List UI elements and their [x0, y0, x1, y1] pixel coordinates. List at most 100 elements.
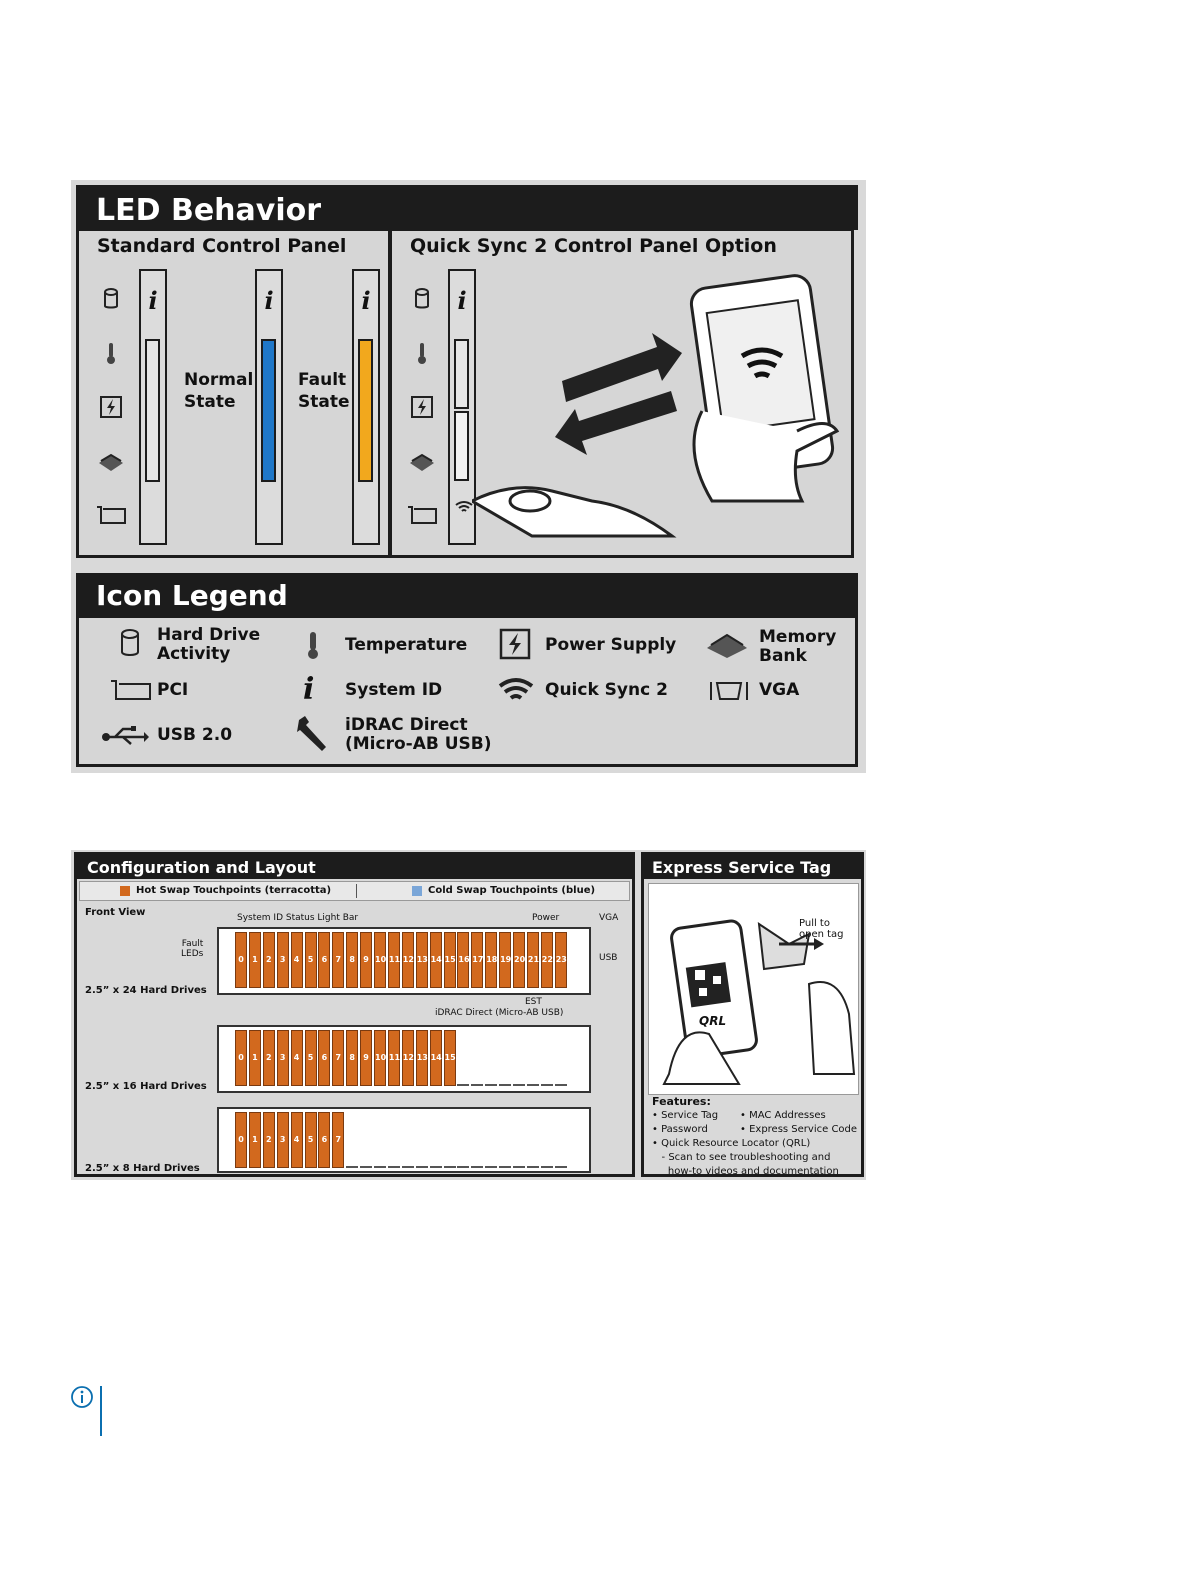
empty-bay	[443, 1112, 456, 1168]
drive-bay: 4	[290, 1112, 303, 1168]
pci-icon	[408, 506, 437, 524]
pci-icon	[111, 680, 151, 700]
standard-control-panel: Standard Control Panel i Normal State i …	[76, 228, 391, 558]
legend-label: Temperature	[345, 635, 468, 655]
empty-bay	[346, 1112, 359, 1168]
config-label-16: 2.5” x 16 Hard Drives	[85, 1081, 207, 1092]
drive-bay: 13	[415, 1030, 428, 1086]
normal-led-strip: i	[255, 269, 283, 545]
hot-swap-label: Hot Swap Touchpoints (terracotta)	[136, 885, 332, 896]
quick-sync-illustration	[472, 274, 840, 538]
legend-label: USB 2.0	[157, 725, 233, 745]
empty-bay	[429, 1112, 442, 1168]
cold-swap-swatch	[412, 886, 422, 896]
empty-bay	[554, 1030, 567, 1086]
empty-bay	[374, 1112, 386, 1168]
front-view-label: Front View	[85, 907, 146, 918]
drive-bay: 14	[429, 932, 442, 988]
idrac-callout: iDRAC Direct (Micro-AB USB)	[435, 1008, 564, 1018]
drive-bay: 4	[290, 932, 303, 988]
vga-icon	[710, 682, 748, 700]
express-service-tag-title: Express Service Tag	[644, 855, 861, 879]
drive-bay: 6	[318, 932, 331, 988]
wifi-icon	[498, 678, 534, 700]
usb-callout: USB	[599, 953, 618, 963]
thermometer-icon	[418, 343, 426, 364]
empty-bay	[485, 1030, 498, 1086]
features-list-right: • MAC Addresses • Express Service Code	[740, 1110, 858, 1135]
drive-bay: 1	[248, 1030, 261, 1086]
led-bar-amber	[358, 339, 373, 482]
phone-scanning-illustration	[662, 919, 856, 1085]
system-id-icon: i	[361, 286, 371, 315]
drive-bay: 23	[554, 932, 567, 988]
features-list-left: • Service Tag • Password • Quick Resourc…	[652, 1110, 839, 1177]
legend-divider	[356, 884, 357, 898]
legend-label: Power Supply	[545, 635, 677, 655]
empty-bay	[457, 1112, 470, 1168]
drive-bay: 11	[387, 1030, 400, 1086]
drive-bay: 14	[429, 1030, 442, 1086]
legend-label: Hard Drive Activity	[157, 625, 261, 664]
empty-bay	[499, 1112, 512, 1168]
drive-bay: 2	[262, 1112, 275, 1168]
drive-bay: 21	[526, 932, 539, 988]
drive-bay: 5	[304, 1112, 317, 1168]
hard-drive-icon	[104, 288, 118, 309]
memory-bank-icon	[707, 633, 747, 658]
standard-panel-title: Standard Control Panel	[97, 235, 347, 257]
drive-bay: 7	[332, 1112, 345, 1168]
drive-bay: 3	[276, 932, 289, 988]
drive-bay: 15	[443, 1030, 456, 1086]
system-id-icon: i	[303, 672, 315, 707]
normal-state-label: Normal State	[184, 370, 254, 412]
drive-bay: 22	[540, 932, 553, 988]
led-behavior-figure: LED Behavior Standard Control Panel i No…	[71, 180, 866, 773]
drive-bay: 20	[513, 932, 525, 988]
drive-bay: 11	[387, 932, 400, 988]
empty-bay	[360, 1112, 373, 1168]
quick-sync-touch-area	[454, 411, 469, 481]
empty-bay	[540, 1112, 553, 1168]
drive-bay: 19	[499, 932, 511, 988]
system-id-icon: i	[264, 286, 274, 315]
icon-legend-title: Icon Legend	[76, 573, 858, 617]
drive-bay: 9	[360, 932, 373, 988]
info-icon	[71, 1386, 93, 1408]
memory-bank-icon	[99, 453, 123, 471]
wrench-icon	[297, 716, 326, 751]
drive-bay: 6	[318, 1030, 331, 1086]
legend-label: Quick Sync 2	[545, 680, 668, 700]
pull-tag-callout: Pull to open tag	[799, 918, 844, 940]
configuration-panel: Configuration and Layout Hot Swap Touchp…	[74, 852, 635, 1177]
empty-bay	[513, 1030, 525, 1086]
drive-bay: 16	[457, 932, 470, 988]
legend-label: VGA	[759, 680, 800, 700]
empty-bay	[513, 1112, 525, 1168]
empty-bay	[457, 1030, 470, 1086]
drive-bay: 5	[304, 932, 317, 988]
drive-bay: 12	[401, 1030, 414, 1086]
wifi-icon	[455, 501, 473, 512]
legend-label: iDRAC Direct (Micro-AB USB)	[345, 715, 492, 754]
empty-bay	[526, 1030, 539, 1086]
drive-bay: 12	[401, 932, 414, 988]
drive-bay: 0	[235, 1030, 247, 1086]
empty-bay	[540, 1030, 553, 1086]
config-label-8: 2.5” x 8 Hard Drives	[85, 1163, 200, 1174]
empty-bay	[526, 1112, 539, 1168]
empty-bay	[554, 1112, 567, 1168]
drive-bay: 0	[235, 932, 247, 988]
drive-bay: 7	[332, 932, 345, 988]
led-bar-off	[145, 339, 160, 482]
system-id-icon: i	[148, 286, 158, 315]
power-supply-icon	[411, 396, 433, 418]
drive-bay: 4	[290, 1030, 303, 1086]
icon-legend: Hard Drive Activity Temperature Power Su…	[76, 615, 858, 767]
empty-bay	[471, 1030, 484, 1086]
quick-sync-panel-title: Quick Sync 2 Control Panel Option	[410, 235, 777, 257]
led-bar-top	[454, 339, 469, 409]
